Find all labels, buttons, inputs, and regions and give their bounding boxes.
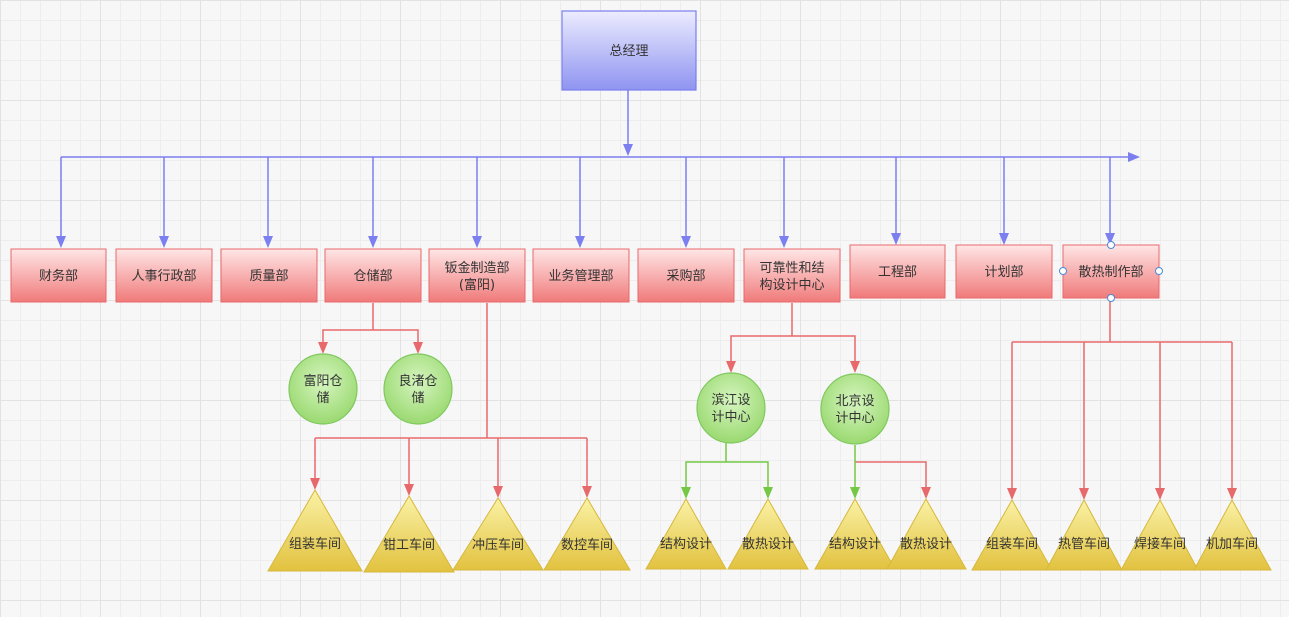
tri-beijing-thermal[interactable]: 散热设计 xyxy=(886,497,967,570)
departments: 财务部 人事行政部 质量部 仓储部 钣金制造部 (富阳) 业务管理部 采购部 xyxy=(10,241,1163,303)
dept-purchase[interactable]: 采购部 xyxy=(637,248,735,303)
dept-reliability-label-line1: 可靠性和结 xyxy=(759,261,824,276)
circles: 富阳仓 储 良渚仓 储 滨江设 计中心 北京设 计中心 xyxy=(288,353,890,445)
triangles: 组装车间 钳工车间 冲压车间 数控车间 结构设计 散热设计 结构设计 散热设计 xyxy=(267,489,1272,573)
circle-fuyang-storage[interactable]: 富阳仓 储 xyxy=(288,353,358,425)
circle-binjiang-center-label-line2: 计中心 xyxy=(711,410,750,425)
connector-storage-fuyang xyxy=(318,329,373,354)
tri-thermal-assembly-label: 组装车间 xyxy=(986,536,1038,552)
dept-storage-label: 仓储部 xyxy=(353,269,392,284)
dept-finance[interactable]: 财务部 xyxy=(10,248,107,303)
dept-business[interactable]: 业务管理部 xyxy=(532,248,630,303)
dept-reliability[interactable]: 可靠性和结 构设计中心 xyxy=(743,248,841,303)
connector-reliability-binjiang xyxy=(726,335,792,373)
selection-handles[interactable] xyxy=(1059,241,1163,302)
tri-beijing-thermal-label: 散热设计 xyxy=(900,537,952,552)
circle-beijing-center[interactable]: 北京设 计中心 xyxy=(820,373,890,445)
green-connectors xyxy=(681,443,860,499)
tri-binjiang-structure[interactable]: 结构设计 xyxy=(645,497,727,570)
circle-beijing-center-label-line2: 计中心 xyxy=(835,411,874,426)
blue-connectors xyxy=(56,90,1140,248)
circle-liangzhu-storage[interactable]: 良渚仓 储 xyxy=(383,353,453,425)
node-general-manager[interactable]: 总经理 xyxy=(561,10,697,91)
tri-sheet-fitter[interactable]: 钳工车间 xyxy=(363,495,455,573)
tri-sheet-stamping-label: 冲压车间 xyxy=(472,537,524,553)
dept-business-label: 业务管理部 xyxy=(548,268,613,284)
tri-beijing-structure-label: 结构设计 xyxy=(829,537,881,552)
dept-hr-label: 人事行政部 xyxy=(131,269,196,284)
tri-binjiang-thermal-label: 散热设计 xyxy=(742,537,794,552)
tri-thermal-heatpipe-label: 热管车间 xyxy=(1058,536,1110,552)
tri-sheet-assembly-label: 组装车间 xyxy=(289,536,341,552)
node-general-manager-label: 总经理 xyxy=(609,44,648,59)
dept-sheet-metal[interactable]: 钣金制造部 (富阳) xyxy=(428,248,526,303)
circle-fuyang-storage-label-line2: 储 xyxy=(316,391,329,406)
dept-thermal[interactable]: 散热制作部 xyxy=(1062,244,1160,299)
dept-sheet-metal-label-line1: 钣金制造部 xyxy=(444,260,509,276)
tri-sheet-assembly[interactable]: 组装车间 xyxy=(267,489,363,572)
tri-thermal-assembly[interactable]: 组装车间 xyxy=(971,498,1053,571)
red-connectors xyxy=(310,298,1237,500)
selection-handle-top[interactable] xyxy=(1107,241,1115,249)
dept-planning[interactable]: 计划部 xyxy=(955,244,1053,299)
connector-binjiang-structure xyxy=(681,461,726,499)
circle-beijing-center-label-line1: 北京设 xyxy=(835,394,874,409)
selection-handle-left[interactable] xyxy=(1059,267,1067,275)
tri-binjiang-structure-label: 结构设计 xyxy=(660,537,712,552)
dept-engineering[interactable]: 工程部 xyxy=(849,244,946,299)
tri-sheet-cnc-label: 数控车间 xyxy=(561,537,613,553)
connector-storage-liangzhu xyxy=(373,329,423,354)
tri-beijing-structure[interactable]: 结构设计 xyxy=(814,497,896,570)
tri-sheet-cnc[interactable]: 数控车间 xyxy=(543,497,631,571)
connector-binjiang-thermal xyxy=(726,461,773,499)
dept-purchase-label: 采购部 xyxy=(666,268,705,284)
connector-reliability-beijing xyxy=(792,335,860,373)
tri-sheet-fitter-label: 钳工车间 xyxy=(383,537,435,553)
dept-sheet-metal-label-line2: (富阳) xyxy=(459,277,495,293)
circle-liangzhu-storage-label-line1: 良渚仓 xyxy=(398,373,437,389)
tri-thermal-welding-label: 焊接车间 xyxy=(1134,536,1186,552)
tri-thermal-machining-label: 机加车间 xyxy=(1206,536,1258,552)
dept-storage[interactable]: 仓储部 xyxy=(324,248,422,303)
connector-beijing-thermal xyxy=(855,461,931,499)
circle-liangzhu-storage-label-line2: 储 xyxy=(411,391,424,406)
tri-sheet-stamping[interactable]: 冲压车间 xyxy=(452,497,544,571)
circle-binjiang-center-label-line1: 滨江设 xyxy=(711,392,750,408)
tri-binjiang-thermal[interactable]: 散热设计 xyxy=(727,497,809,570)
selection-handle-right[interactable] xyxy=(1155,267,1163,275)
dept-thermal-label: 散热制作部 xyxy=(1078,265,1143,280)
circle-binjiang-center[interactable]: 滨江设 计中心 xyxy=(696,372,766,444)
selection-handle-bottom[interactable] xyxy=(1107,294,1115,302)
tri-thermal-heatpipe[interactable]: 热管车间 xyxy=(1045,498,1123,571)
dept-engineering-label: 工程部 xyxy=(878,265,917,280)
tri-thermal-machining[interactable]: 机加车间 xyxy=(1193,498,1272,571)
dept-quality-label: 质量部 xyxy=(249,269,288,284)
tri-thermal-welding[interactable]: 焊接车间 xyxy=(1120,498,1199,571)
dept-quality[interactable]: 质量部 xyxy=(220,248,318,303)
dept-reliability-label-line2: 构设计中心 xyxy=(759,278,824,293)
circle-fuyang-storage-label-line1: 富阳仓 xyxy=(303,373,342,389)
dept-hr[interactable]: 人事行政部 xyxy=(115,248,213,303)
dept-planning-label: 计划部 xyxy=(984,265,1023,280)
dept-finance-label: 财务部 xyxy=(39,268,78,284)
